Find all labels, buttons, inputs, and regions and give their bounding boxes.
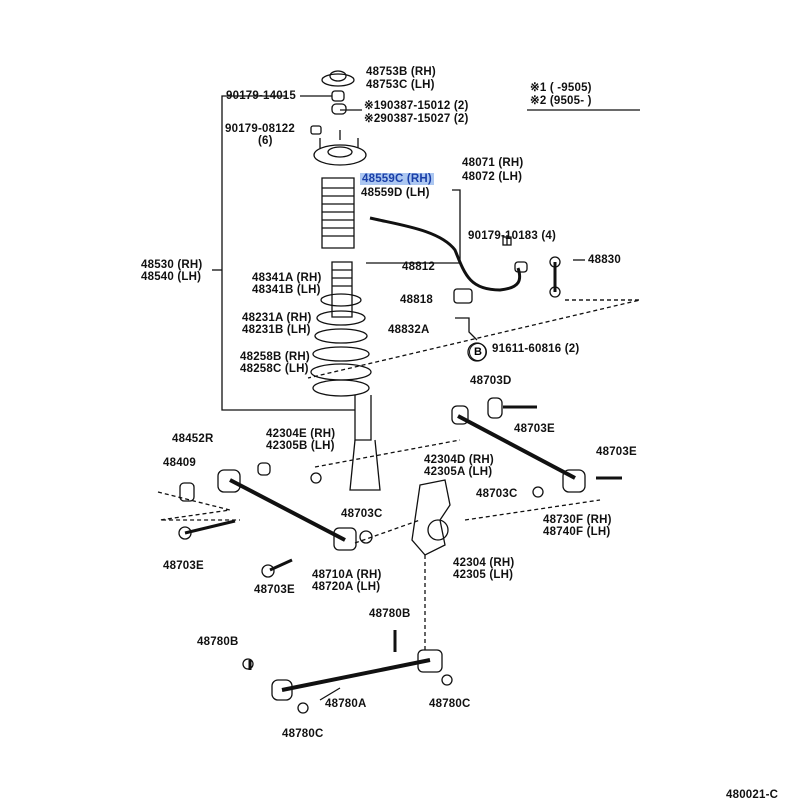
part-label[interactable]: ※290387-15027 (2) [364,113,469,125]
part-label[interactable]: 48703E [163,560,204,572]
part-label[interactable]: ※190387-15012 (2) [364,100,469,112]
note-line-1: ※1 ( -9505) [530,82,592,94]
part-label[interactable]: 48780B [197,636,239,648]
rear-arm-right [457,414,576,480]
part-label[interactable]: 48703D [470,375,512,387]
stabilizer-bar [369,216,522,292]
part-label[interactable]: 48540 (LH) [141,271,202,283]
part-label[interactable]: 48832A [388,324,430,336]
part-label[interactable]: 91611-60816 (2) [492,343,580,355]
part-label[interactable]: 48703E [254,584,295,596]
part-label[interactable]: 48258C (LH) [240,363,309,375]
part-label[interactable]: 48730F (RH) [543,514,612,526]
part-label[interactable]: 48703E [514,423,555,435]
rear-axle-carrier [411,479,451,556]
part-label[interactable]: 48559D (LH) [361,187,430,199]
part-label[interactable]: 48231A (RH) [242,312,312,324]
part-label[interactable]: 42304E (RH) [266,428,336,440]
part-label[interactable]: 48720A (LH) [312,581,381,593]
part-label[interactable]: 48341A (RH) [252,272,322,284]
strut-assembly-bracket-line [221,95,355,411]
part-label[interactable]: 48780C [282,728,324,740]
part-label[interactable]: 90179-08122 [225,123,295,135]
part-label[interactable]: 48071 (RH) [462,157,524,169]
diagram-id: 480021-C [726,789,779,800]
reference-mark-b: B [469,343,487,361]
part-label[interactable]: 48710A (RH) [312,569,382,581]
part-label[interactable]: 48452R [172,433,214,445]
part-label[interactable]: 90179-10183 (4) [468,230,557,242]
part-label[interactable]: 48258B (RH) [240,351,310,363]
part-label[interactable]: 42304 (RH) [453,557,515,569]
lower-arm-48780a [281,658,431,692]
note-line-2: ※2 (9505- ) [530,95,592,107]
part-label[interactable]: 42304D (RH) [424,454,494,466]
part-label[interactable]: 48830 [588,254,621,266]
part-label[interactable]: 48703E [596,446,637,458]
part-label[interactable]: 42305B (LH) [266,440,335,452]
part-label[interactable]: 48341B (LH) [252,284,321,296]
dust-boot [321,177,355,249]
part-label[interactable]: 48780C [429,698,471,710]
support-mount [313,144,367,166]
part-label[interactable]: 48812 [402,261,435,273]
part-label[interactable]: 42305 (LH) [453,569,514,581]
part-label[interactable]: 48703C [476,488,518,500]
part-label[interactable]: 48072 (LH) [462,171,523,183]
rear-arm-left [229,478,346,542]
part-label[interactable]: 48530 (RH) [141,259,203,271]
part-label[interactable]: 48231B (LH) [242,324,311,336]
part-label[interactable]: 48753B (RH) [366,66,436,78]
strut-bracket [349,439,381,491]
bound-cushion [321,73,355,87]
part-label[interactable]: 42305A (LH) [424,466,493,478]
part-label[interactable]: 48409 [163,457,196,469]
strut-tube [354,395,372,441]
part-label[interactable]: 48780A [325,698,367,710]
part-label[interactable]: 48703C [341,508,383,520]
part-quantity: (6) [258,135,273,147]
part-label[interactable]: 48780B [369,608,411,620]
part-label-highlighted[interactable]: 48559C (RH) [360,173,434,185]
part-label[interactable]: 90179-14015 [226,90,296,102]
part-label[interactable]: 48740F (LH) [543,526,611,538]
part-label[interactable]: 48818 [400,294,433,306]
coil-spring [310,293,372,397]
part-label[interactable]: 48753C (LH) [366,79,435,91]
